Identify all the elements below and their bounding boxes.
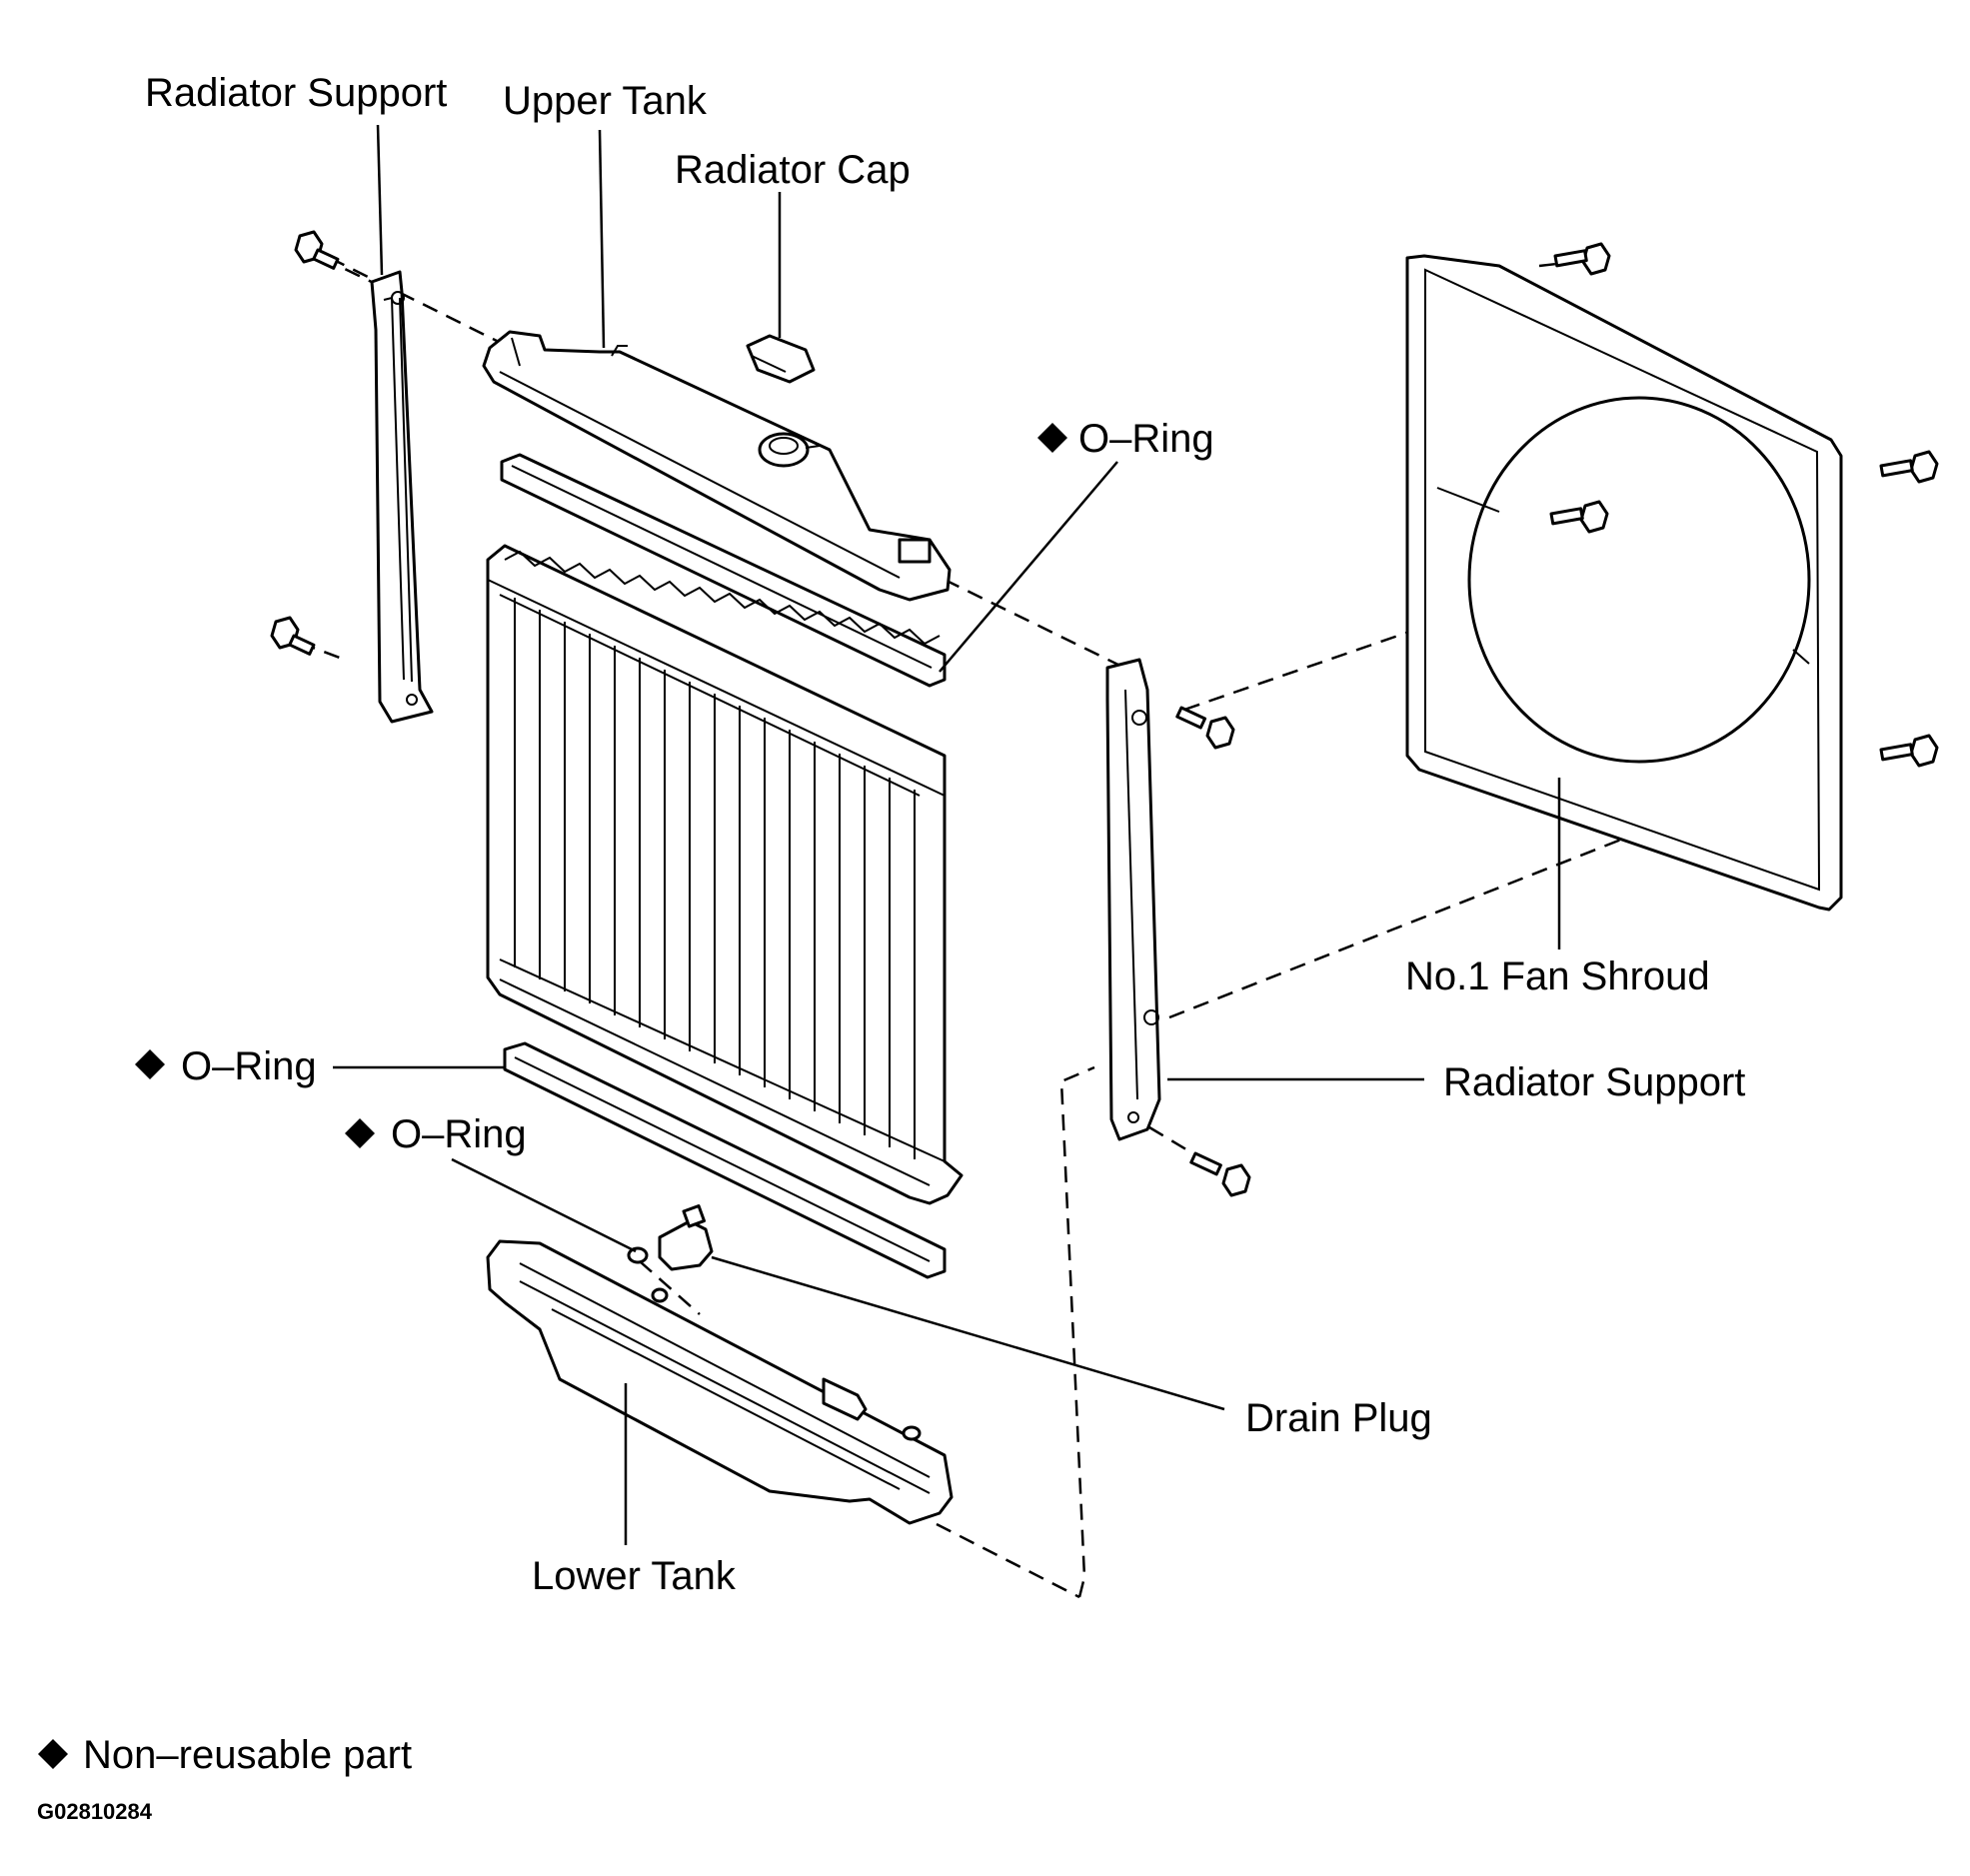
non-reusable-diamond-icon [1037, 423, 1067, 453]
lower-tank [486, 1239, 954, 1525]
radiator-support-left [370, 270, 434, 724]
upper-tank [482, 330, 952, 602]
label-o-ring-upper: O–Ring [1078, 417, 1214, 461]
bolt-icon [1879, 450, 1939, 484]
legend-text: Non–reusable part [83, 1733, 412, 1777]
o-ring-upper [500, 453, 947, 688]
label-radiator-support-right: Radiator Support [1443, 1060, 1745, 1104]
non-reusable-diamond-icon [135, 1049, 165, 1079]
bolt-icon [270, 616, 316, 656]
non-reusable-diamond-icon [345, 1118, 375, 1148]
label-lower-tank: Lower Tank [532, 1554, 737, 1598]
bolt-icon [1189, 1151, 1251, 1197]
label-fan-shroud: No.1 Fan Shroud [1405, 954, 1710, 998]
label-radiator-cap: Radiator Cap [675, 148, 911, 192]
non-reusable-diamond-icon [38, 1739, 68, 1769]
figure-code: G02810284 [37, 1799, 153, 1824]
label-o-ring-drain: O–Ring [391, 1112, 527, 1156]
core-tubes [514, 598, 916, 1159]
radiator-support-right [1105, 658, 1161, 1141]
label-upper-tank: Upper Tank [503, 79, 708, 123]
label-o-ring-lower: O–Ring [181, 1044, 317, 1088]
label-drain-plug: Drain Plug [1245, 1396, 1432, 1440]
bolt-icon [1879, 734, 1939, 768]
o-ring-drain [627, 1246, 649, 1264]
legend: Non–reusable part G02810284 [37, 1733, 412, 1824]
radiator-core [486, 544, 964, 1205]
radiator-cap [746, 334, 816, 384]
bolt-icon [1553, 242, 1611, 276]
part-labels: Radiator Support Upper Tank Radiator Cap… [135, 71, 1745, 1598]
bolt-icon [1175, 706, 1235, 750]
bolt-icon [1549, 500, 1609, 534]
label-radiator-support-left: Radiator Support [145, 71, 447, 115]
fan-shroud [1405, 254, 1843, 912]
o-ring-lower [503, 1041, 947, 1279]
drain-plug [658, 1204, 714, 1271]
bolt-icon [294, 230, 340, 270]
leader-lines [333, 124, 1561, 1545]
